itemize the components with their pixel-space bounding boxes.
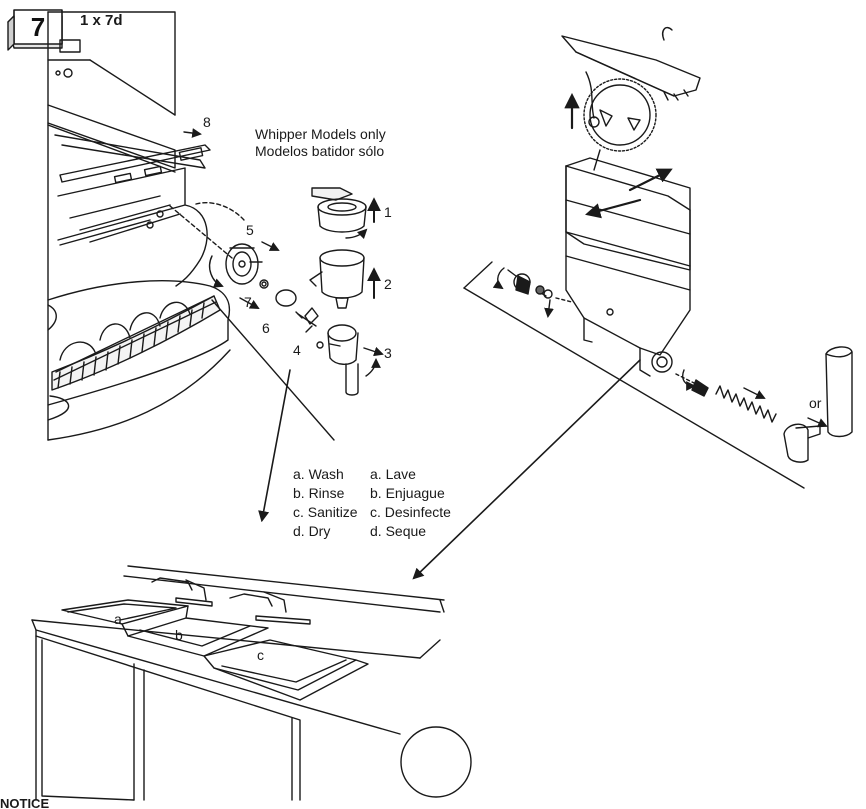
sink-label-a: a	[114, 611, 122, 627]
pointer-arrow-sink-left	[258, 369, 291, 523]
three-compartment-sink-drawing	[31, 565, 472, 801]
note-line-spanish: Modelos batidor sólo	[255, 143, 385, 159]
legend-es-c: c. Desinfecte	[370, 504, 451, 520]
callout-2: 2	[384, 276, 392, 292]
callout-7: 7	[244, 294, 252, 310]
notice-heading-cut: NOTICE	[0, 797, 50, 809]
legend-es-d: d. Seque	[370, 523, 427, 539]
legend-es-a: a. Lave	[370, 466, 416, 482]
step-count: 1 x 7d	[80, 12, 123, 29]
legend-en-d: d. Dry	[293, 523, 331, 539]
pointer-arrow-sink-right	[412, 359, 641, 580]
callout-5: 5	[246, 222, 254, 238]
legend-en-b: b. Rinse	[293, 485, 345, 501]
note-line-english: Whipper Models only	[255, 126, 386, 142]
assembly-guide-line	[169, 205, 233, 259]
whipper-models-note: Whipper Models only Modelos batidor sólo	[255, 126, 386, 160]
sink-label-c: c	[257, 647, 264, 663]
callout-4: 4	[293, 342, 301, 358]
callout-1: 1	[384, 204, 392, 220]
hopper-drawing	[412, 26, 853, 580]
legend-en-c: c. Sanitize	[293, 504, 358, 520]
or-label: or	[809, 395, 822, 411]
legend-en-a: a. Wash	[293, 466, 344, 482]
callout-3: 3	[384, 345, 392, 361]
legend-spanish: a. Lave b. Enjuague c. Desinfecte d. Seq…	[370, 465, 451, 541]
callout-8: 8	[203, 114, 211, 130]
legend-english: a. Wash b. Rinse c. Sanitize d. Dry	[293, 465, 358, 541]
dispenser-machine-drawing	[47, 11, 231, 441]
step-number: 7	[30, 12, 46, 42]
callout-6: 6	[262, 320, 270, 336]
legend-es-b: b. Enjuague	[370, 485, 445, 501]
sink-label-b: b	[175, 627, 183, 643]
whipper-parts-drawing	[208, 187, 381, 396]
